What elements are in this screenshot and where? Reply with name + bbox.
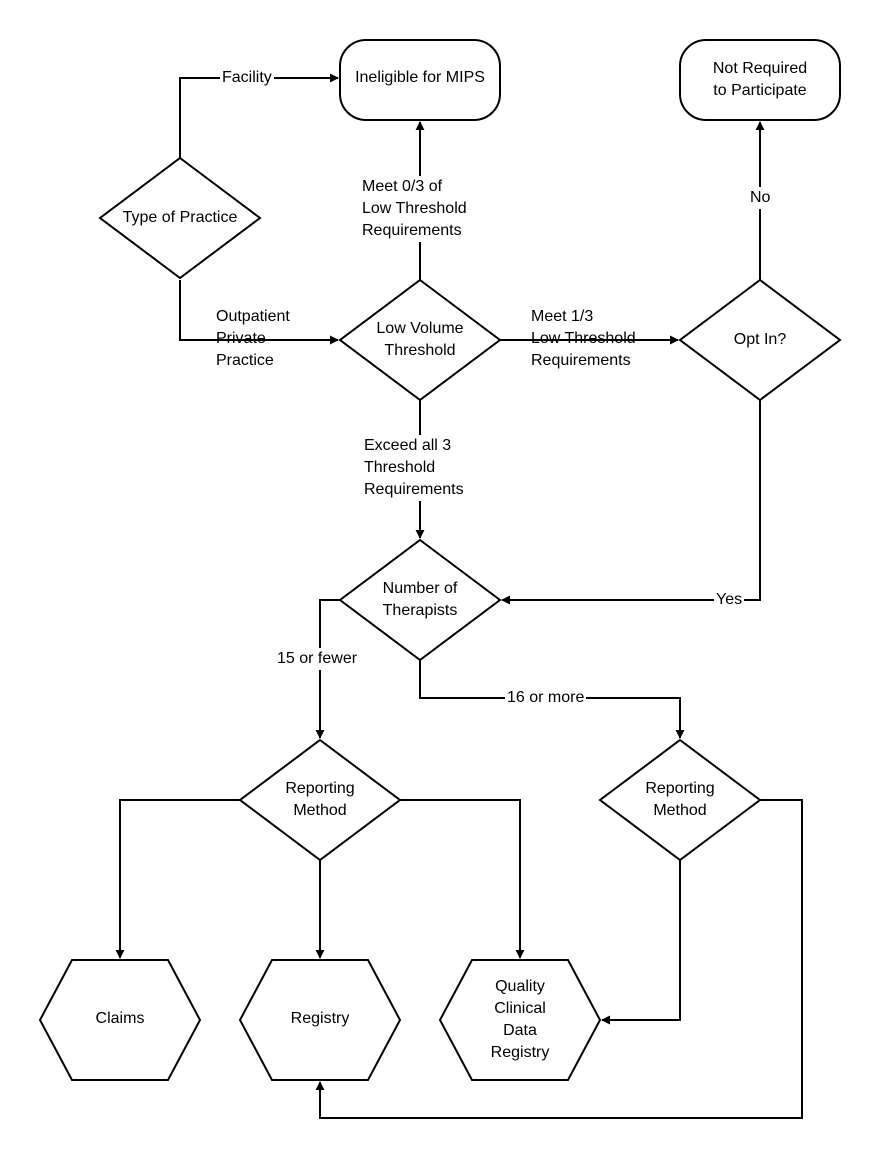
claims-hexagon <box>38 959 202 1081</box>
edge-reporting-small-to-qcdr <box>400 799 525 959</box>
claims-label: Claims <box>95 1010 145 1027</box>
low-volume-label: Low Volume Threshold <box>376 320 464 359</box>
ineligible-label: Ineligible for MIPS <box>355 69 485 86</box>
edge-type-to-low-volume <box>179 280 339 345</box>
low-volume-diamond <box>338 278 502 402</box>
edge-label-meet-1-3: Meet 1/3 Low Threshold Requirements <box>531 308 636 369</box>
edge-label-16-or-more: 16 or more <box>505 687 587 709</box>
reporting-method-large-diamond <box>598 738 762 862</box>
number-of-therapists-label: Number of Therapists <box>382 580 458 619</box>
qcdr-hexagon <box>438 959 602 1081</box>
not-required-node-shape <box>679 39 841 121</box>
reporting-method-small-diamond <box>238 738 402 862</box>
type-of-practice-diamond <box>98 156 262 280</box>
registry-hexagon <box>238 959 402 1081</box>
opt-in-diamond <box>678 278 842 402</box>
reporting-method-large-label: Reporting Method <box>645 780 715 819</box>
edge-opt-in-to-therapists <box>501 400 761 605</box>
edge-label-outpatient: Outpatient Private Practice <box>216 308 290 369</box>
ineligible-node-shape <box>339 39 501 121</box>
edge-reporting-large-to-registry <box>315 799 803 1119</box>
edge-label-yes: Yes <box>714 589 745 611</box>
edge-type-to-ineligible <box>179 73 339 158</box>
edge-label-facility: Facility <box>220 67 274 89</box>
edge-label-exceed-all-3: Exceed all 3 Threshold Requirements <box>364 435 464 501</box>
edge-label-15-or-fewer: 15 or fewer <box>275 648 360 670</box>
edge-label-no: No <box>747 187 774 209</box>
opt-in-label: Opt In? <box>733 331 787 348</box>
edge-label-meet-0-3: Meet 0/3 of Low Threshold Requirements <box>362 176 467 242</box>
type-of-practice-label: Type of Practice <box>122 209 238 226</box>
number-of-therapists-diamond <box>338 538 502 662</box>
edge-reporting-small-to-claims <box>115 799 240 959</box>
reporting-method-small-label: Reporting Method <box>285 780 355 819</box>
edge-reporting-large-to-qcdr <box>601 860 681 1025</box>
registry-label: Registry <box>290 1010 350 1027</box>
edge-therapists-to-reporting-small <box>315 599 340 739</box>
qcdr-label: Quality Clinical Data Registry <box>490 978 550 1061</box>
not-required-label: Not Required to Participate <box>712 60 808 99</box>
